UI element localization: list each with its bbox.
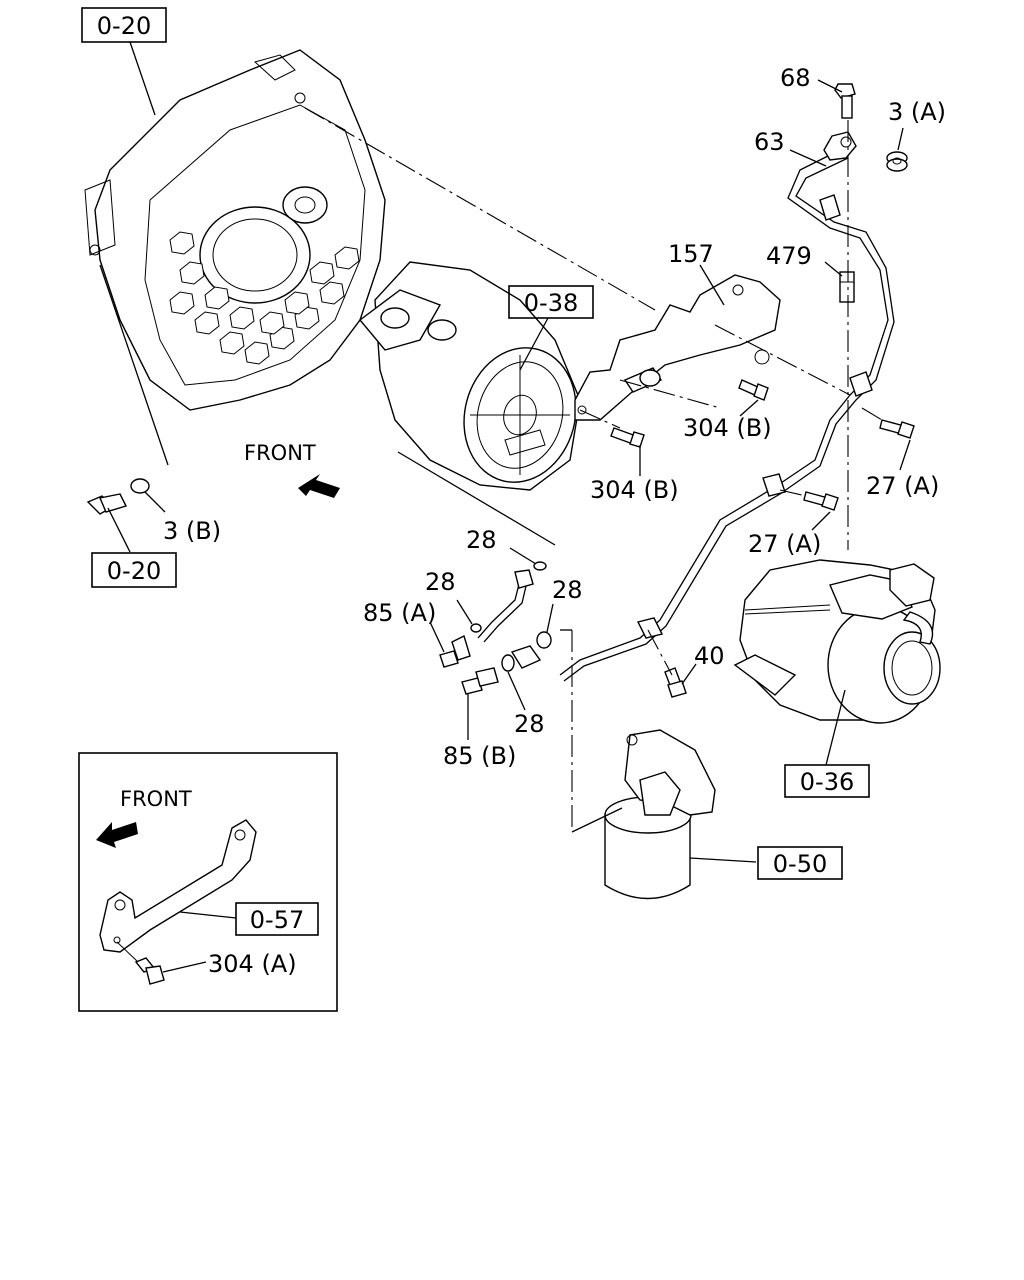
front-label-main: FRONT xyxy=(244,441,316,465)
bolt-3b xyxy=(86,478,150,515)
bolt-304b-upper xyxy=(738,379,769,401)
callout-68: 68 xyxy=(780,64,811,92)
bolt-40 xyxy=(664,667,687,698)
ref-036: 0-36 xyxy=(800,768,854,796)
turbocharger xyxy=(733,559,941,724)
washer-28-right xyxy=(536,631,552,649)
bolt-304a xyxy=(134,957,165,985)
pipe xyxy=(510,131,895,682)
bolt-27a-upper xyxy=(879,419,915,439)
ref-020-top: 0-20 xyxy=(97,12,151,40)
ref-038: 0-38 xyxy=(524,289,578,317)
callout-28-top: 28 xyxy=(466,526,497,554)
air-compressor xyxy=(358,261,581,491)
callout-28-lower: 28 xyxy=(514,710,545,738)
ref-box-036 xyxy=(784,764,870,798)
callout-157: 157 xyxy=(668,240,714,268)
callout-28-right: 28 xyxy=(552,576,583,604)
fitting-479 xyxy=(839,271,855,303)
callout-3b: 3 (B) xyxy=(163,517,221,545)
callout-85a: 85 (A) xyxy=(363,599,436,627)
callout-27a-lower: 27 (A) xyxy=(748,530,821,558)
bolt-85a xyxy=(439,635,471,668)
oil-filter xyxy=(604,729,716,900)
callout-28-mid: 28 xyxy=(425,568,456,596)
flywheel-housing xyxy=(84,49,386,411)
callout-27a-upper: 27 (A) xyxy=(866,472,939,500)
washer-28-top xyxy=(533,561,547,571)
ref-020-bottom: 0-20 xyxy=(107,557,161,585)
bracket xyxy=(574,274,781,421)
inset-frame xyxy=(78,752,338,1012)
callout-304a: 304 (A) xyxy=(208,950,297,978)
ref-050: 0-50 xyxy=(773,850,827,878)
callout-63: 63 xyxy=(754,128,785,156)
callout-3a: 3 (A) xyxy=(888,98,946,126)
washer-28-mid xyxy=(470,623,482,633)
ref-057: 0-57 xyxy=(250,906,304,934)
front-label-inset: FRONT xyxy=(120,787,192,811)
feed-pipe xyxy=(477,569,534,643)
bolt-85b xyxy=(461,667,499,695)
front-arrow-main xyxy=(298,474,340,498)
bolt-68 xyxy=(834,83,856,119)
ref-box-038 xyxy=(508,285,594,319)
ref-box-050 xyxy=(757,846,843,880)
washer-28-lower xyxy=(501,654,515,672)
ref-box-057 xyxy=(235,902,319,936)
callout-479: 479 xyxy=(766,242,812,270)
front-arrow-inset xyxy=(96,822,138,848)
inset-bracket xyxy=(99,819,257,953)
callout-304b-lower: 304 (B) xyxy=(590,476,679,504)
callout-304b-upper: 304 (B) xyxy=(683,414,772,442)
bolt-304b-lower xyxy=(610,427,645,448)
ref-box-020-bottom xyxy=(91,552,177,588)
callout-85b: 85 (B) xyxy=(443,742,516,770)
housing-hex-grid xyxy=(169,231,360,365)
callout-40: 40 xyxy=(694,642,725,670)
ref-box-020-top xyxy=(81,7,167,43)
bolt-27a-lower xyxy=(803,491,839,511)
washer-3a xyxy=(886,151,908,172)
